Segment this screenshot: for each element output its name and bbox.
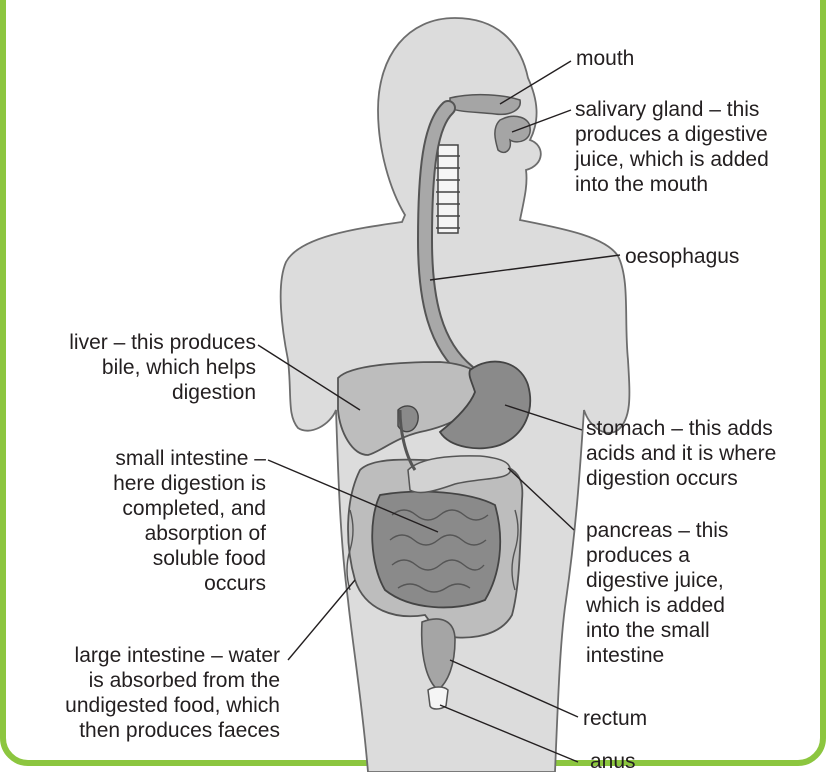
label-stomach: stomach – this adds acids and it is wher…: [586, 416, 776, 491]
small-intestine-shape: [372, 492, 500, 608]
leader-line-large-intestine: [288, 580, 355, 660]
label-pancreas-line-2: produces a: [586, 543, 728, 568]
label-small-intestine-line-5: soluble food: [113, 546, 266, 571]
label-mouth: mouth: [576, 46, 634, 71]
label-salivary-gland-line-3: juice, which is added: [575, 147, 769, 172]
label-pancreas-line-3: digestive juice,: [586, 568, 728, 593]
label-large-intestine-line-4: then produces faeces: [65, 718, 280, 743]
label-rectum: rectum: [583, 706, 647, 731]
label-pancreas-line-4: which is added: [586, 593, 728, 618]
label-liver: liver – this produces bile, which helps …: [69, 330, 256, 405]
label-salivary-gland-line-4: into the mouth: [575, 172, 769, 197]
label-stomach-line-2: acids and it is where: [586, 441, 776, 466]
spine-vertebrae: [436, 145, 460, 233]
label-small-intestine-line-2: here digestion is: [113, 471, 266, 496]
label-stomach-line-1: stomach – this adds: [586, 416, 776, 441]
label-large-intestine-line-2: is absorbed from the: [65, 668, 280, 693]
label-small-intestine-line-3: completed, and: [113, 496, 266, 521]
label-large-intestine-line-3: undigested food, which: [65, 693, 280, 718]
anus-shape: [428, 687, 448, 709]
label-rectum-line-1: rectum: [583, 706, 647, 731]
label-large-intestine-line-1: large intestine – water: [65, 643, 280, 668]
label-stomach-line-3: digestion occurs: [586, 466, 776, 491]
label-liver-line-3: digestion: [69, 380, 256, 405]
label-mouth-line-1: mouth: [576, 46, 634, 71]
label-salivary-gland-line-2: produces a digestive: [575, 122, 769, 147]
label-small-intestine-line-1: small intestine –: [113, 446, 266, 471]
label-pancreas-line-1: pancreas – this: [586, 518, 728, 543]
label-small-intestine-line-4: absorption of: [113, 521, 266, 546]
label-liver-line-1: liver – this produces: [69, 330, 256, 355]
label-pancreas-line-6: intestine: [586, 643, 728, 668]
label-oesophagus: oesophagus: [625, 244, 739, 269]
label-salivary-gland-line-1: salivary gland – this: [575, 97, 769, 122]
label-liver-line-2: bile, which helps: [69, 355, 256, 380]
label-pancreas: pancreas – this produces a digestive jui…: [586, 518, 728, 668]
label-small-intestine-line-6: occurs: [113, 571, 266, 596]
label-anus: anus: [590, 749, 636, 774]
label-salivary-gland: salivary gland – this produces a digesti…: [575, 97, 769, 197]
label-oesophagus-line-1: oesophagus: [625, 244, 739, 269]
label-pancreas-line-5: into the small: [586, 618, 728, 643]
label-anus-line-1: anus: [590, 749, 636, 774]
label-large-intestine: large intestine – water is absorbed from…: [65, 643, 280, 743]
label-small-intestine: small intestine – here digestion is comp…: [113, 446, 266, 596]
